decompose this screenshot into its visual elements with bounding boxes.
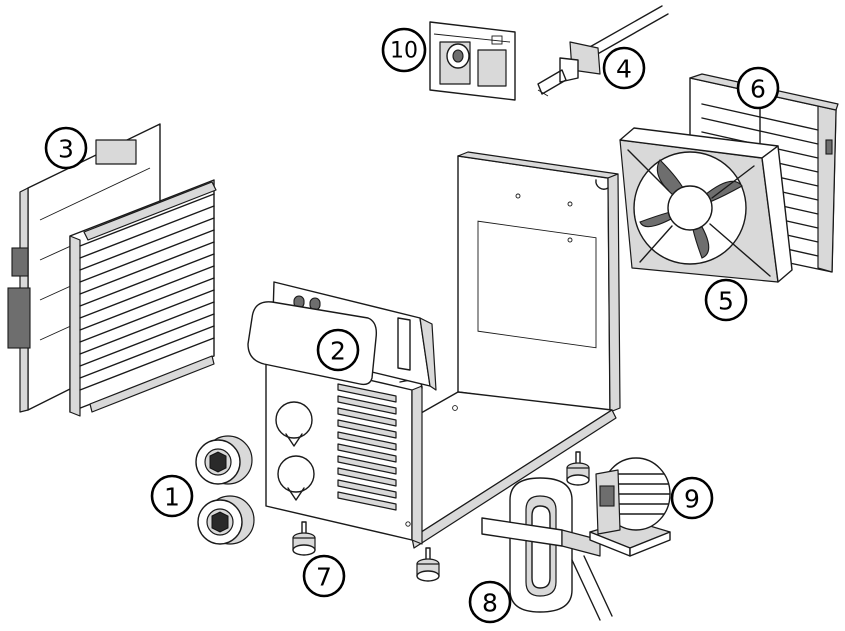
callout-1: 1: [150, 474, 194, 518]
part-power-cable: [537, 5, 669, 97]
callout-10-label: 10: [390, 39, 418, 64]
callout-5: 5: [704, 278, 748, 322]
callout-4: 4: [602, 46, 646, 90]
part-toroid-coil: [481, 477, 613, 621]
callout-7-label: 7: [316, 563, 332, 592]
part-motor-pump: [589, 457, 671, 557]
callout-9: 9: [670, 476, 714, 520]
callout-6: 6: [736, 66, 780, 110]
callout-10: 10: [381, 27, 427, 73]
callout-4-label: 4: [616, 55, 632, 84]
callout-2-label: 2: [330, 337, 346, 366]
part-rubber-feet: [292, 451, 590, 582]
part-transformer: [429, 21, 516, 101]
part-cooling-fan: [619, 127, 793, 283]
callout-3-label: 3: [58, 135, 74, 164]
part-output-sockets: [195, 435, 255, 545]
callout-6-label: 6: [750, 75, 766, 104]
part-chassis: [265, 151, 621, 549]
callout-8: 8: [468, 580, 512, 624]
callout-3: 3: [44, 126, 88, 170]
callout-1-label: 1: [164, 483, 180, 512]
callout-5-label: 5: [718, 287, 734, 316]
callout-9-label: 9: [684, 485, 700, 514]
part-pcb-heatsink: [7, 123, 217, 417]
callout-8-label: 8: [482, 589, 498, 618]
callout-2: 2: [316, 328, 360, 372]
callout-7: 7: [302, 554, 346, 598]
